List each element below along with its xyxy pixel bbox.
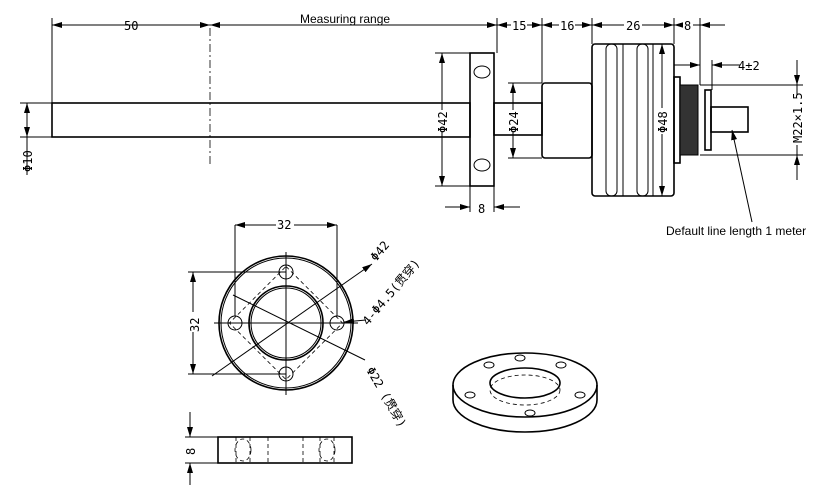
side-dim-8: 8 xyxy=(184,448,198,455)
cable xyxy=(710,106,749,133)
dim-flange-8: 8 xyxy=(478,202,485,216)
flange-side-view: 8 xyxy=(184,412,353,485)
housing-rib xyxy=(636,43,649,197)
flange-hole xyxy=(473,158,491,172)
cable-length-note: Default line length 1 meter xyxy=(666,224,806,238)
probe-side-view xyxy=(51,28,749,197)
dim-dia-48: Φ48 xyxy=(656,111,670,133)
probe-rod xyxy=(51,102,471,138)
dim-16: 16 xyxy=(560,19,574,33)
dim-dia-10: Φ10 xyxy=(21,150,35,172)
cable-leader xyxy=(731,129,753,223)
dim-26: 26 xyxy=(626,19,640,33)
dim-8-top: 8 xyxy=(684,19,691,33)
front-dim-32-v: 32 xyxy=(188,318,202,332)
dimensions-diameters: Φ10 Φ42 Φ24 Φ48 M22×1.5 8 xyxy=(20,44,805,216)
body-neck xyxy=(541,82,593,159)
flange-isometric-view xyxy=(452,352,598,433)
dim-thread-m22: M22×1.5 xyxy=(791,92,805,143)
housing-rib xyxy=(605,43,618,197)
thread xyxy=(679,84,699,156)
dim-4pm2: 4±2 xyxy=(738,59,760,73)
dim-50: 50 xyxy=(124,19,138,33)
front-dim-32-h: 32 xyxy=(277,218,291,232)
thread-shoulder xyxy=(673,76,681,164)
dim-dia-42: Φ42 xyxy=(436,111,450,133)
front-dim-dia-42: Φ42 xyxy=(368,238,393,264)
bore-note: Φ22 (贯穿) xyxy=(363,364,410,430)
dim-15: 15 xyxy=(512,19,526,33)
flange-hole xyxy=(473,65,491,79)
dim-dia-24: Φ24 xyxy=(507,111,521,133)
nut xyxy=(704,89,712,151)
dim-measuring-range: Measuring range xyxy=(300,12,390,26)
dimensions-top: 50 Measuring range 15 16 26 8 4±2 xyxy=(51,12,760,103)
flange-front-view: 32 32 Φ42 4-Φ4.5(贯穿) Φ22 (贯穿) xyxy=(186,218,423,430)
